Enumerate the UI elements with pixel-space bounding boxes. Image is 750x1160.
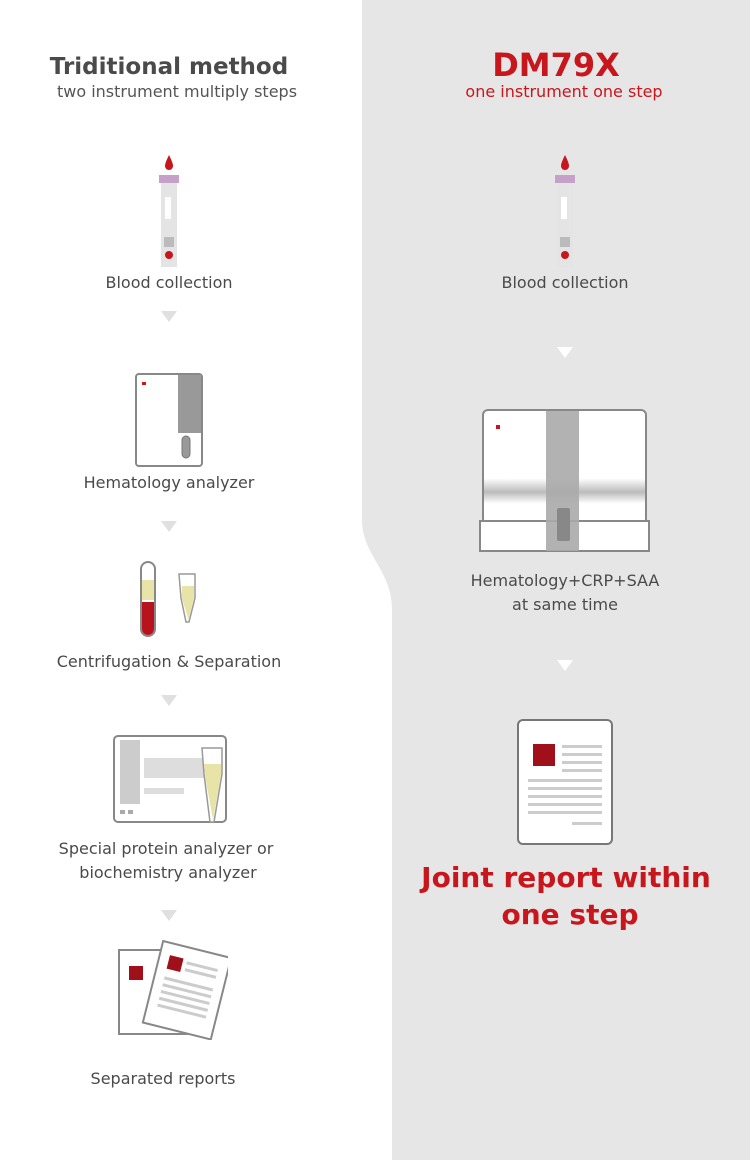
centrifuge-tubes-icon xyxy=(140,561,196,637)
step-label: Separated reports xyxy=(90,1069,236,1088)
protein-analyzer-icon xyxy=(113,735,227,823)
joint-report-icon xyxy=(517,719,613,845)
result-line-2: one step xyxy=(501,898,639,931)
result-line-1: Joint report within xyxy=(421,861,711,894)
blood-tube-icon xyxy=(159,155,179,267)
down-arrow-icon xyxy=(161,695,177,706)
step-label: Hematology+CRP+SAA xyxy=(470,571,660,590)
step-label: Special protein analyzer or xyxy=(58,839,274,858)
dm79x-analyzer-icon xyxy=(479,409,650,552)
step-label: Hematology analyzer xyxy=(83,473,255,492)
step-label: biochemistry analyzer xyxy=(79,863,257,882)
step-label: Centrifugation & Separation xyxy=(56,652,282,671)
down-arrow-icon xyxy=(161,521,177,532)
hematology-analyzer-icon xyxy=(135,373,203,467)
step-label: Blood collection xyxy=(501,273,629,292)
blood-tube-icon xyxy=(555,155,575,267)
left-title: Triditional method xyxy=(49,54,289,80)
down-arrow-icon xyxy=(161,311,177,322)
separated-reports-icon xyxy=(118,940,228,1040)
right-title: DM79X xyxy=(492,46,620,84)
step-label: at same time xyxy=(512,595,618,614)
down-arrow-icon xyxy=(557,660,573,671)
step-label: Blood collection xyxy=(105,273,233,292)
right-subtitle: one instrument one step xyxy=(465,82,663,101)
left-subtitle: two instrument multiply steps xyxy=(56,82,298,101)
down-arrow-icon xyxy=(161,910,177,921)
down-arrow-icon xyxy=(557,347,573,358)
